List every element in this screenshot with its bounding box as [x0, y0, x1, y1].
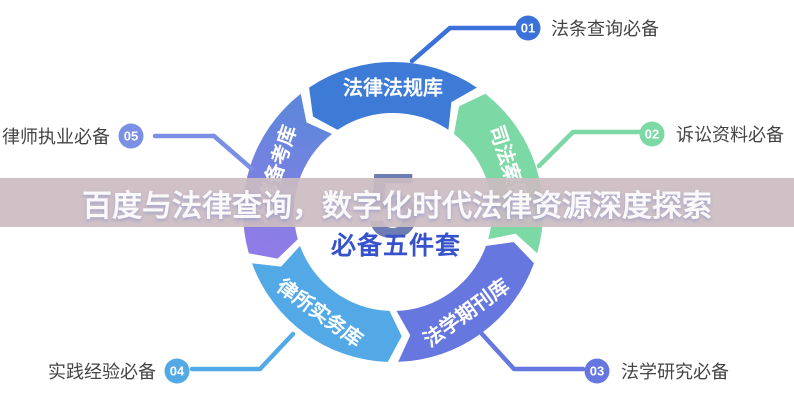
callout-05-badge: 05	[118, 123, 144, 149]
callout-connector-04	[189, 331, 296, 372]
segment-practice	[252, 245, 402, 362]
segment-journals	[396, 242, 534, 362]
callout-01-badge: 01	[515, 15, 541, 41]
banner-title: 百度与法律查询，数字化时代法律资源深度探索	[82, 189, 712, 223]
callout-connector-05	[152, 133, 255, 172]
segment-cases	[454, 93, 543, 254]
banner: 百度与法律查询，数字化时代法律资源深度探索	[0, 178, 794, 227]
segment-laws	[309, 61, 477, 130]
callout-03-badge: 03	[584, 358, 610, 384]
callout-05-label: 律师执业必备	[2, 127, 110, 147]
segment-label-laws: 法律法规库	[343, 76, 443, 100]
callout-03-label: 法学研究必备	[621, 362, 729, 382]
callout-04-badge: 04	[164, 358, 190, 384]
callout-connector-03	[479, 331, 586, 372]
callout-connector-02	[536, 129, 643, 169]
callout-04-label: 实践经验必备	[48, 362, 156, 382]
center-label: 必备五件套	[330, 232, 462, 260]
callout-01-label: 法条查询必备	[551, 19, 659, 39]
callout-02-label: 诉讼资料必备	[676, 125, 784, 145]
callout-02-badge: 02	[639, 121, 665, 147]
callout-connector-01	[409, 25, 519, 64]
